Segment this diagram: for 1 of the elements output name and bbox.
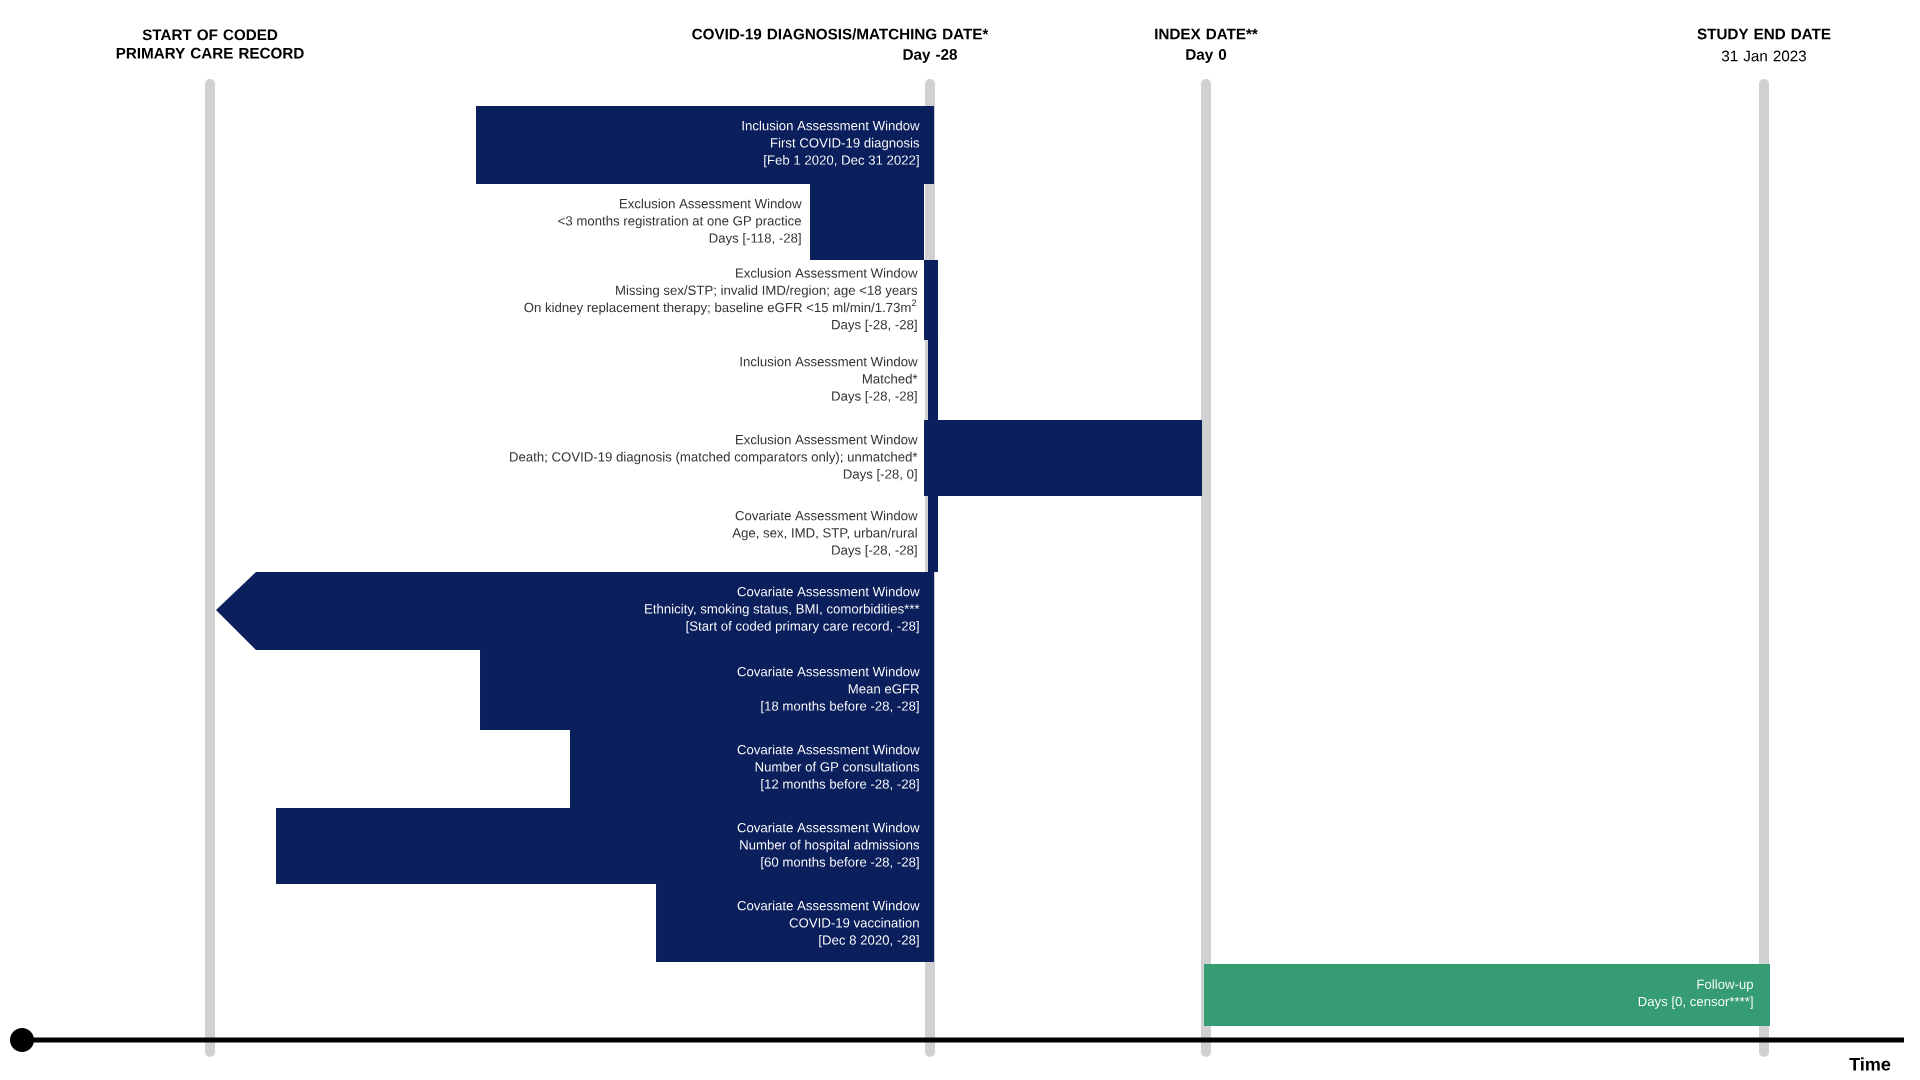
axis-label: Time bbox=[1849, 1057, 1891, 1071]
